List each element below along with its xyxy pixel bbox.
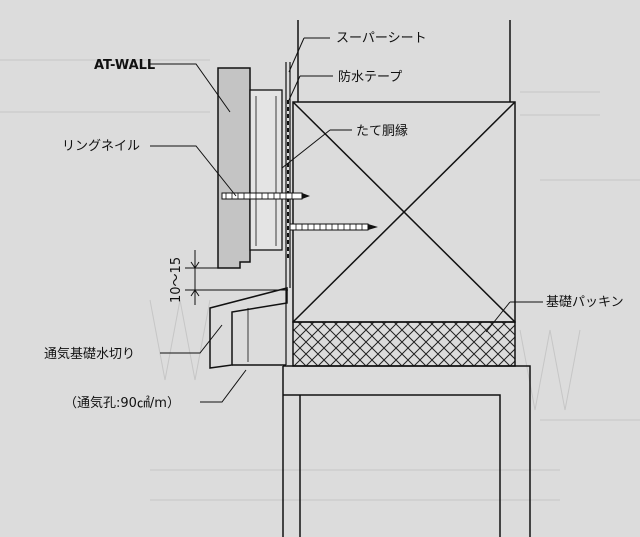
label-ring-nail: リングネイル	[62, 139, 140, 154]
label-vent-drip: 通気基礎水切り	[44, 346, 135, 362]
background-ghost-lines	[0, 59, 640, 501]
label-vent-hole: （通気孔:90㎠/m）	[64, 395, 180, 411]
vent-drip-flashing	[209, 287, 288, 369]
column-above	[297, 20, 511, 102]
at-wall-panel	[217, 67, 251, 269]
leader-lines	[150, 37, 543, 403]
label-foundation-packing: 基礎パッキン	[546, 295, 624, 310]
label-at-wall: AT-WALL	[94, 58, 155, 73]
ring-nail-lower	[289, 223, 378, 231]
super-sheet	[285, 62, 291, 365]
label-super-sheet: スーパーシート	[336, 31, 427, 46]
label-dimension: 10～15	[169, 257, 184, 303]
foundation-packing	[292, 321, 516, 367]
label-vertical-furring: たて胴縁	[356, 123, 408, 139]
label-waterproof-tape: 防水テープ	[338, 69, 402, 85]
dimension-lines	[185, 250, 288, 305]
foundation	[282, 365, 531, 537]
ring-nail-upper	[221, 192, 310, 200]
vertical-furring-strip	[249, 89, 283, 251]
